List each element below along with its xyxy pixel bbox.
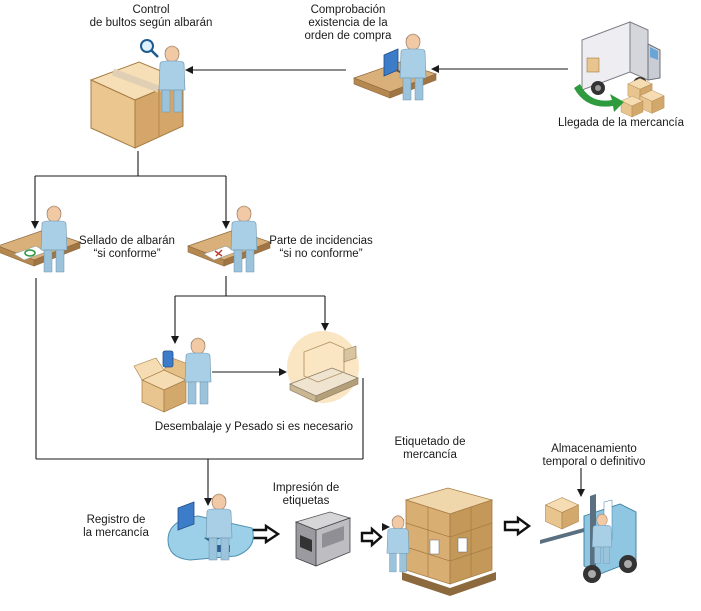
almacenamiento-label: Almacenamiento temporal o definitivo xyxy=(534,443,654,469)
scale-icon xyxy=(287,331,360,403)
llegada-label-line1: Llegada de la mercancía xyxy=(558,117,684,129)
desembalaje-label: Desembalaje y Pesado si es necesario xyxy=(150,421,358,434)
control-label: Control de bultos según albarán xyxy=(88,4,214,30)
sellado-label-line2: “si conforme” xyxy=(93,248,161,260)
truck-icon xyxy=(581,21,661,95)
registro-label: Registro de la mercancía xyxy=(78,514,154,540)
etiquetado-label-line1: Etiquetado de xyxy=(394,436,466,448)
etiquetado-label-line2: mercancía xyxy=(403,449,457,461)
control-label-line1: Control xyxy=(132,4,170,16)
box-icon xyxy=(545,497,579,530)
control-label-line2: de bultos según albarán xyxy=(89,17,213,29)
person-icon xyxy=(40,205,68,273)
printer-icon xyxy=(294,511,352,567)
person-icon xyxy=(399,33,427,101)
llegada-label: Llegada de la mercancía xyxy=(553,117,689,130)
desk-icon xyxy=(0,229,81,267)
registro-label-line2: la mercancía xyxy=(83,527,149,539)
person-icon xyxy=(230,205,258,273)
comprobacion-label: Comprobación existencia de la orden de c… xyxy=(300,4,396,43)
magnifier-icon xyxy=(140,39,159,58)
scanner-icon xyxy=(162,350,174,368)
sellado-label-line1: Sellado de albarán xyxy=(79,235,175,247)
pallet-icon xyxy=(402,487,496,596)
person-icon xyxy=(184,337,212,405)
impresion-label: Impresión de etiquetas xyxy=(266,482,346,508)
comprobacion-label-line3: orden de compra xyxy=(304,30,392,42)
almacenamiento-label-line2: temporal o definitivo xyxy=(542,456,646,468)
parte-label-line2: “si no conforme” xyxy=(279,248,363,260)
connectors xyxy=(31,65,585,531)
registro-label-line1: Registro de xyxy=(86,514,146,526)
parte-label-line1: Parte de incidencias xyxy=(269,235,373,247)
green-arrow-icon xyxy=(574,84,624,112)
parte-label: Parte de incidencias “si no conforme” xyxy=(266,235,376,261)
desembalaje-label-line1: Desembalaje y Pesado si es necesario xyxy=(154,421,354,433)
sellado-label: Sellado de albarán “si conforme” xyxy=(76,235,178,261)
almacenamiento-label-line1: Almacenamiento xyxy=(551,443,637,455)
comprobacion-label-line2: existencia de la xyxy=(308,17,388,29)
etiquetado-label: Etiquetado de mercancía xyxy=(388,436,472,462)
comprobacion-label-line1: Comprobación xyxy=(310,4,386,16)
impresion-label-line1: Impresión de xyxy=(272,482,340,494)
control-box-icon xyxy=(89,61,185,149)
impresion-label-line2: etiquetas xyxy=(282,495,330,507)
